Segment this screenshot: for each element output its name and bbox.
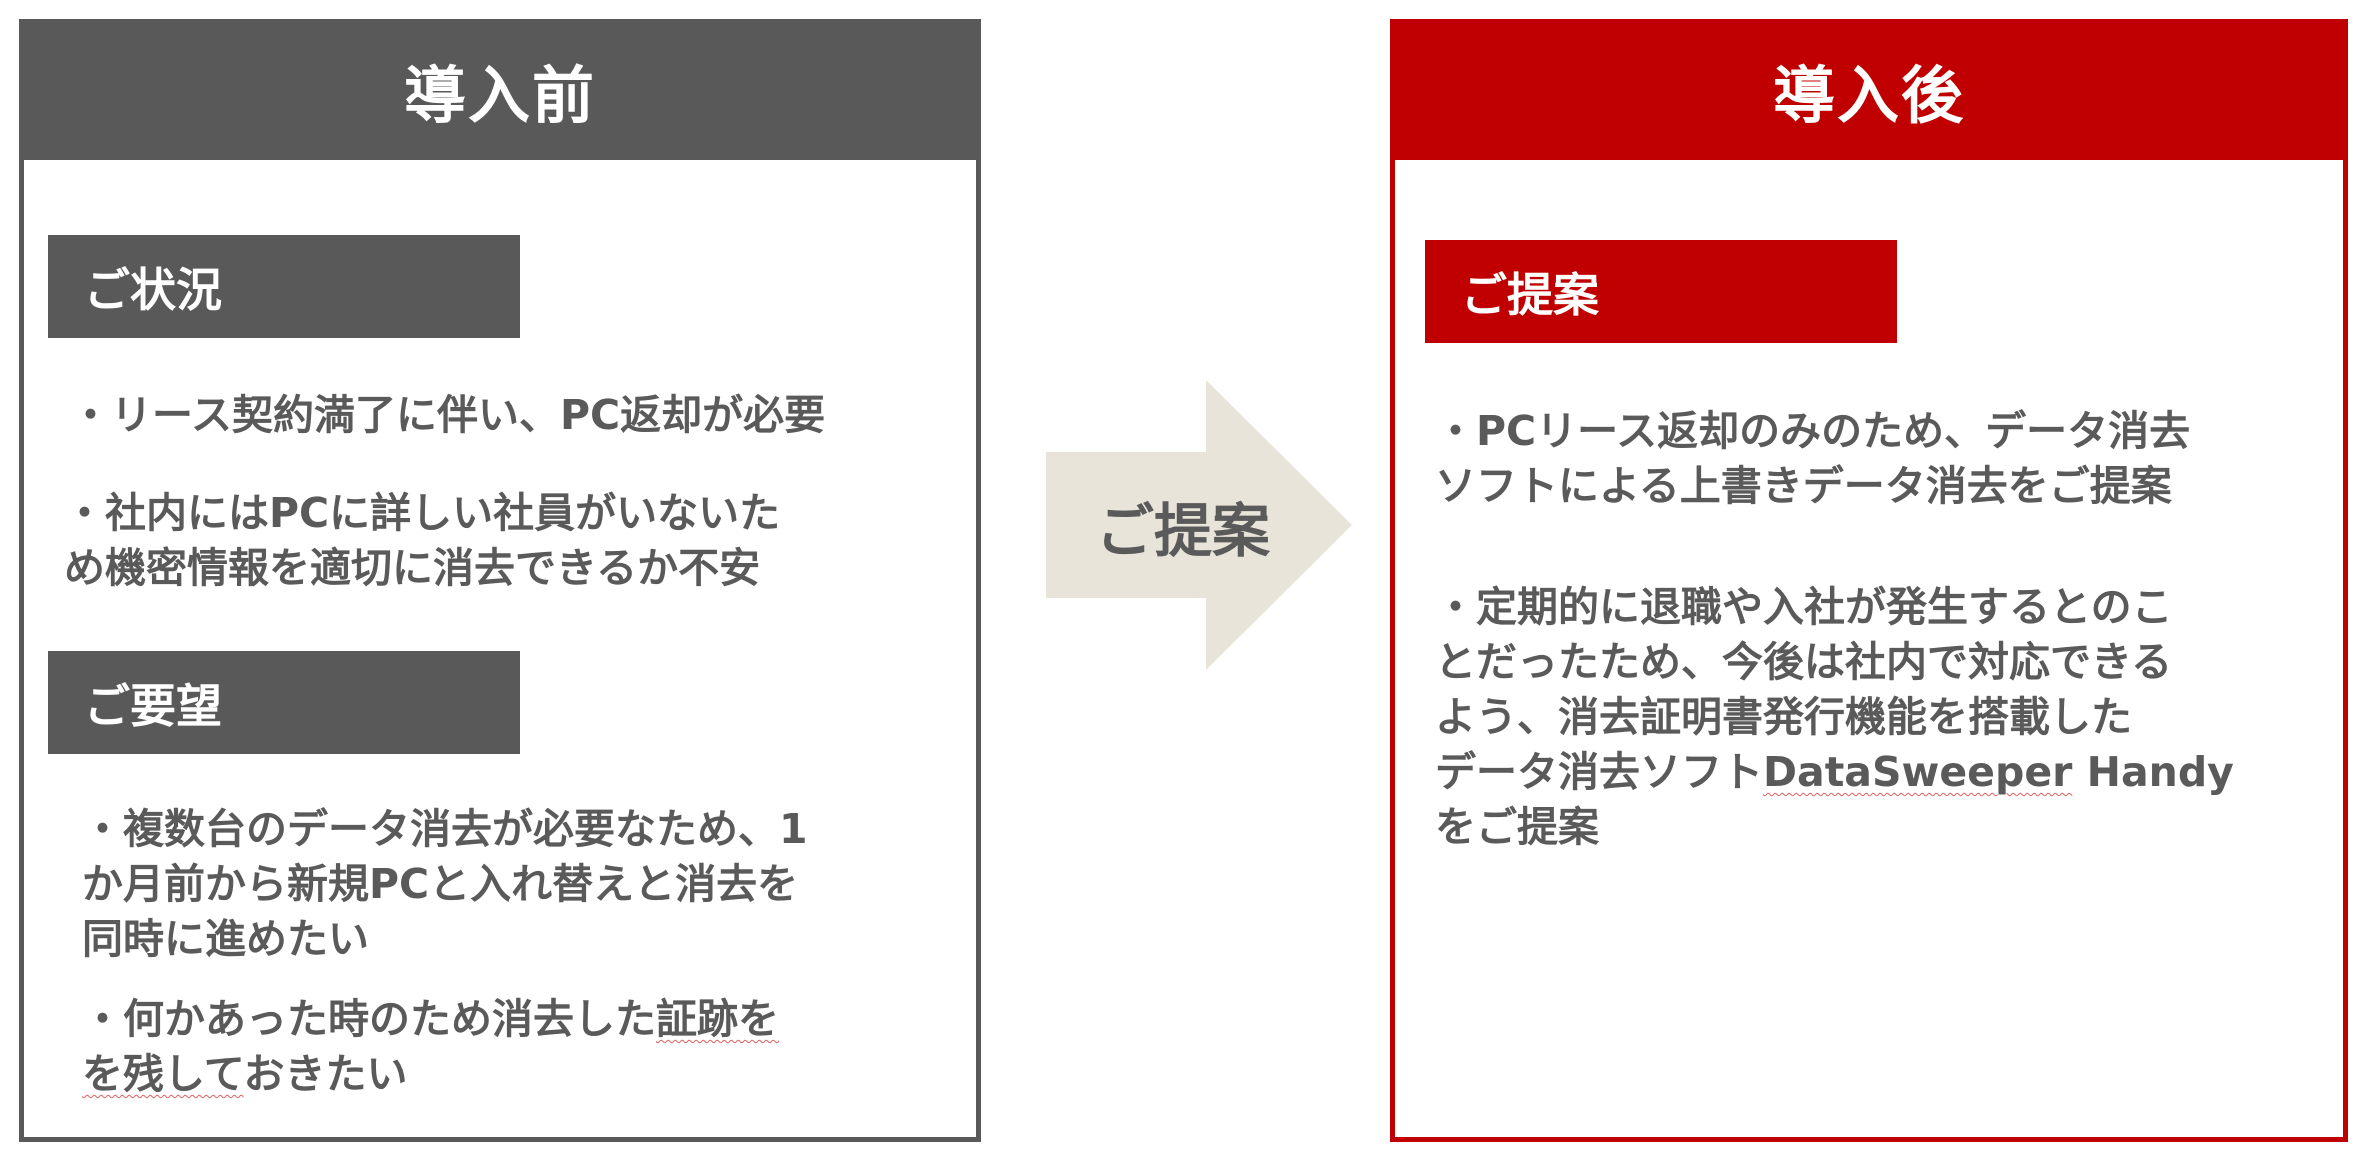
after-panel: 導入後 ご提案 ・PCリース返却のみのため、データ消去 ソフトによる上書きデータ…: [1390, 19, 2348, 1142]
request-item-1: ・複数台のデータ消去が必要なため、1 か月前から新規PCと入れ替えと消去を 同時…: [82, 805, 808, 963]
proposal-item-2: ・定期的に退職や入社が発生するとのこ とだったため、今後は社内で対応できる よう…: [1435, 583, 2234, 851]
after-panel-title: 導入後: [1390, 19, 2348, 160]
request-item-2: ・何かあった時のため消去した証跡を を残しておきたい: [82, 995, 779, 1098]
proposal-item-1: ・PCリース返却のみのため、データ消去 ソフトによる上書きデータ消去をご提案: [1435, 407, 2191, 510]
proposal-label: ご提案: [1425, 240, 1897, 343]
arrow-label: ご提案: [1096, 497, 1271, 565]
request-label: ご要望: [48, 651, 520, 754]
situation-item-1: ・リース契約満了に伴い、PC返却が必要: [70, 391, 826, 439]
right-arrow-icon: [1046, 380, 1352, 670]
before-panel: 導入前 ご状況 ・リース契約満了に伴い、PC返却が必要 ・社内にはPCに詳しい社…: [19, 19, 981, 1142]
situation-item-2: ・社内にはPCに詳しい社員がいないた め機密情報を適切に消去できるか不安: [64, 489, 781, 592]
situation-label: ご状況: [48, 235, 520, 338]
before-panel-title: 導入前: [19, 19, 981, 160]
proposal-arrow: ご提案: [1046, 380, 1352, 670]
